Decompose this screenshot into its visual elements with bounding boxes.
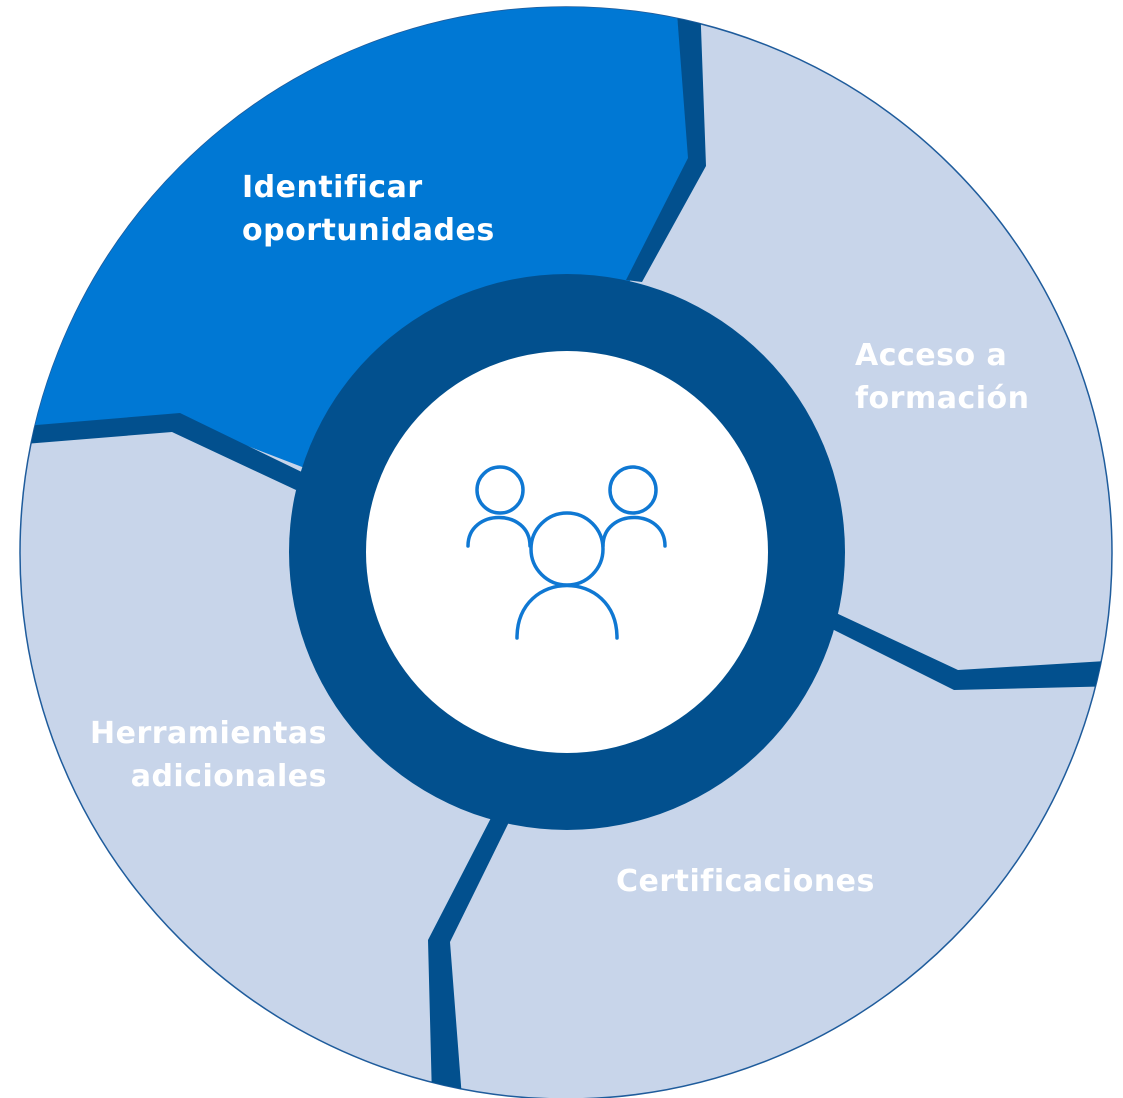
separator-right bbox=[826, 612, 1112, 690]
center-circle bbox=[366, 351, 768, 753]
label-identificar-line1: Identificar bbox=[242, 170, 423, 205]
label-acceso-formacion: Acceso a formación bbox=[855, 334, 1030, 420]
label-acceso-line2: formación bbox=[855, 381, 1030, 416]
separator-left bbox=[20, 413, 310, 490]
separator-bottom bbox=[428, 816, 510, 1098]
label-herramientas-line2: adicionales bbox=[130, 759, 327, 794]
people-group-icon bbox=[466, 465, 667, 640]
label-identificar-oportunidades: Identificar oportunidades bbox=[242, 166, 495, 252]
label-herramientas-adicionales: Herramientas adicionales bbox=[90, 712, 327, 798]
label-acceso-line1: Acceso a bbox=[855, 338, 1008, 373]
separator-top bbox=[626, 7, 706, 282]
label-identificar-line2: oportunidades bbox=[242, 213, 495, 248]
label-certificaciones-line1: Certificaciones bbox=[616, 864, 875, 899]
label-certificaciones: Certificaciones bbox=[616, 860, 875, 903]
label-herramientas-line1: Herramientas bbox=[90, 716, 327, 751]
